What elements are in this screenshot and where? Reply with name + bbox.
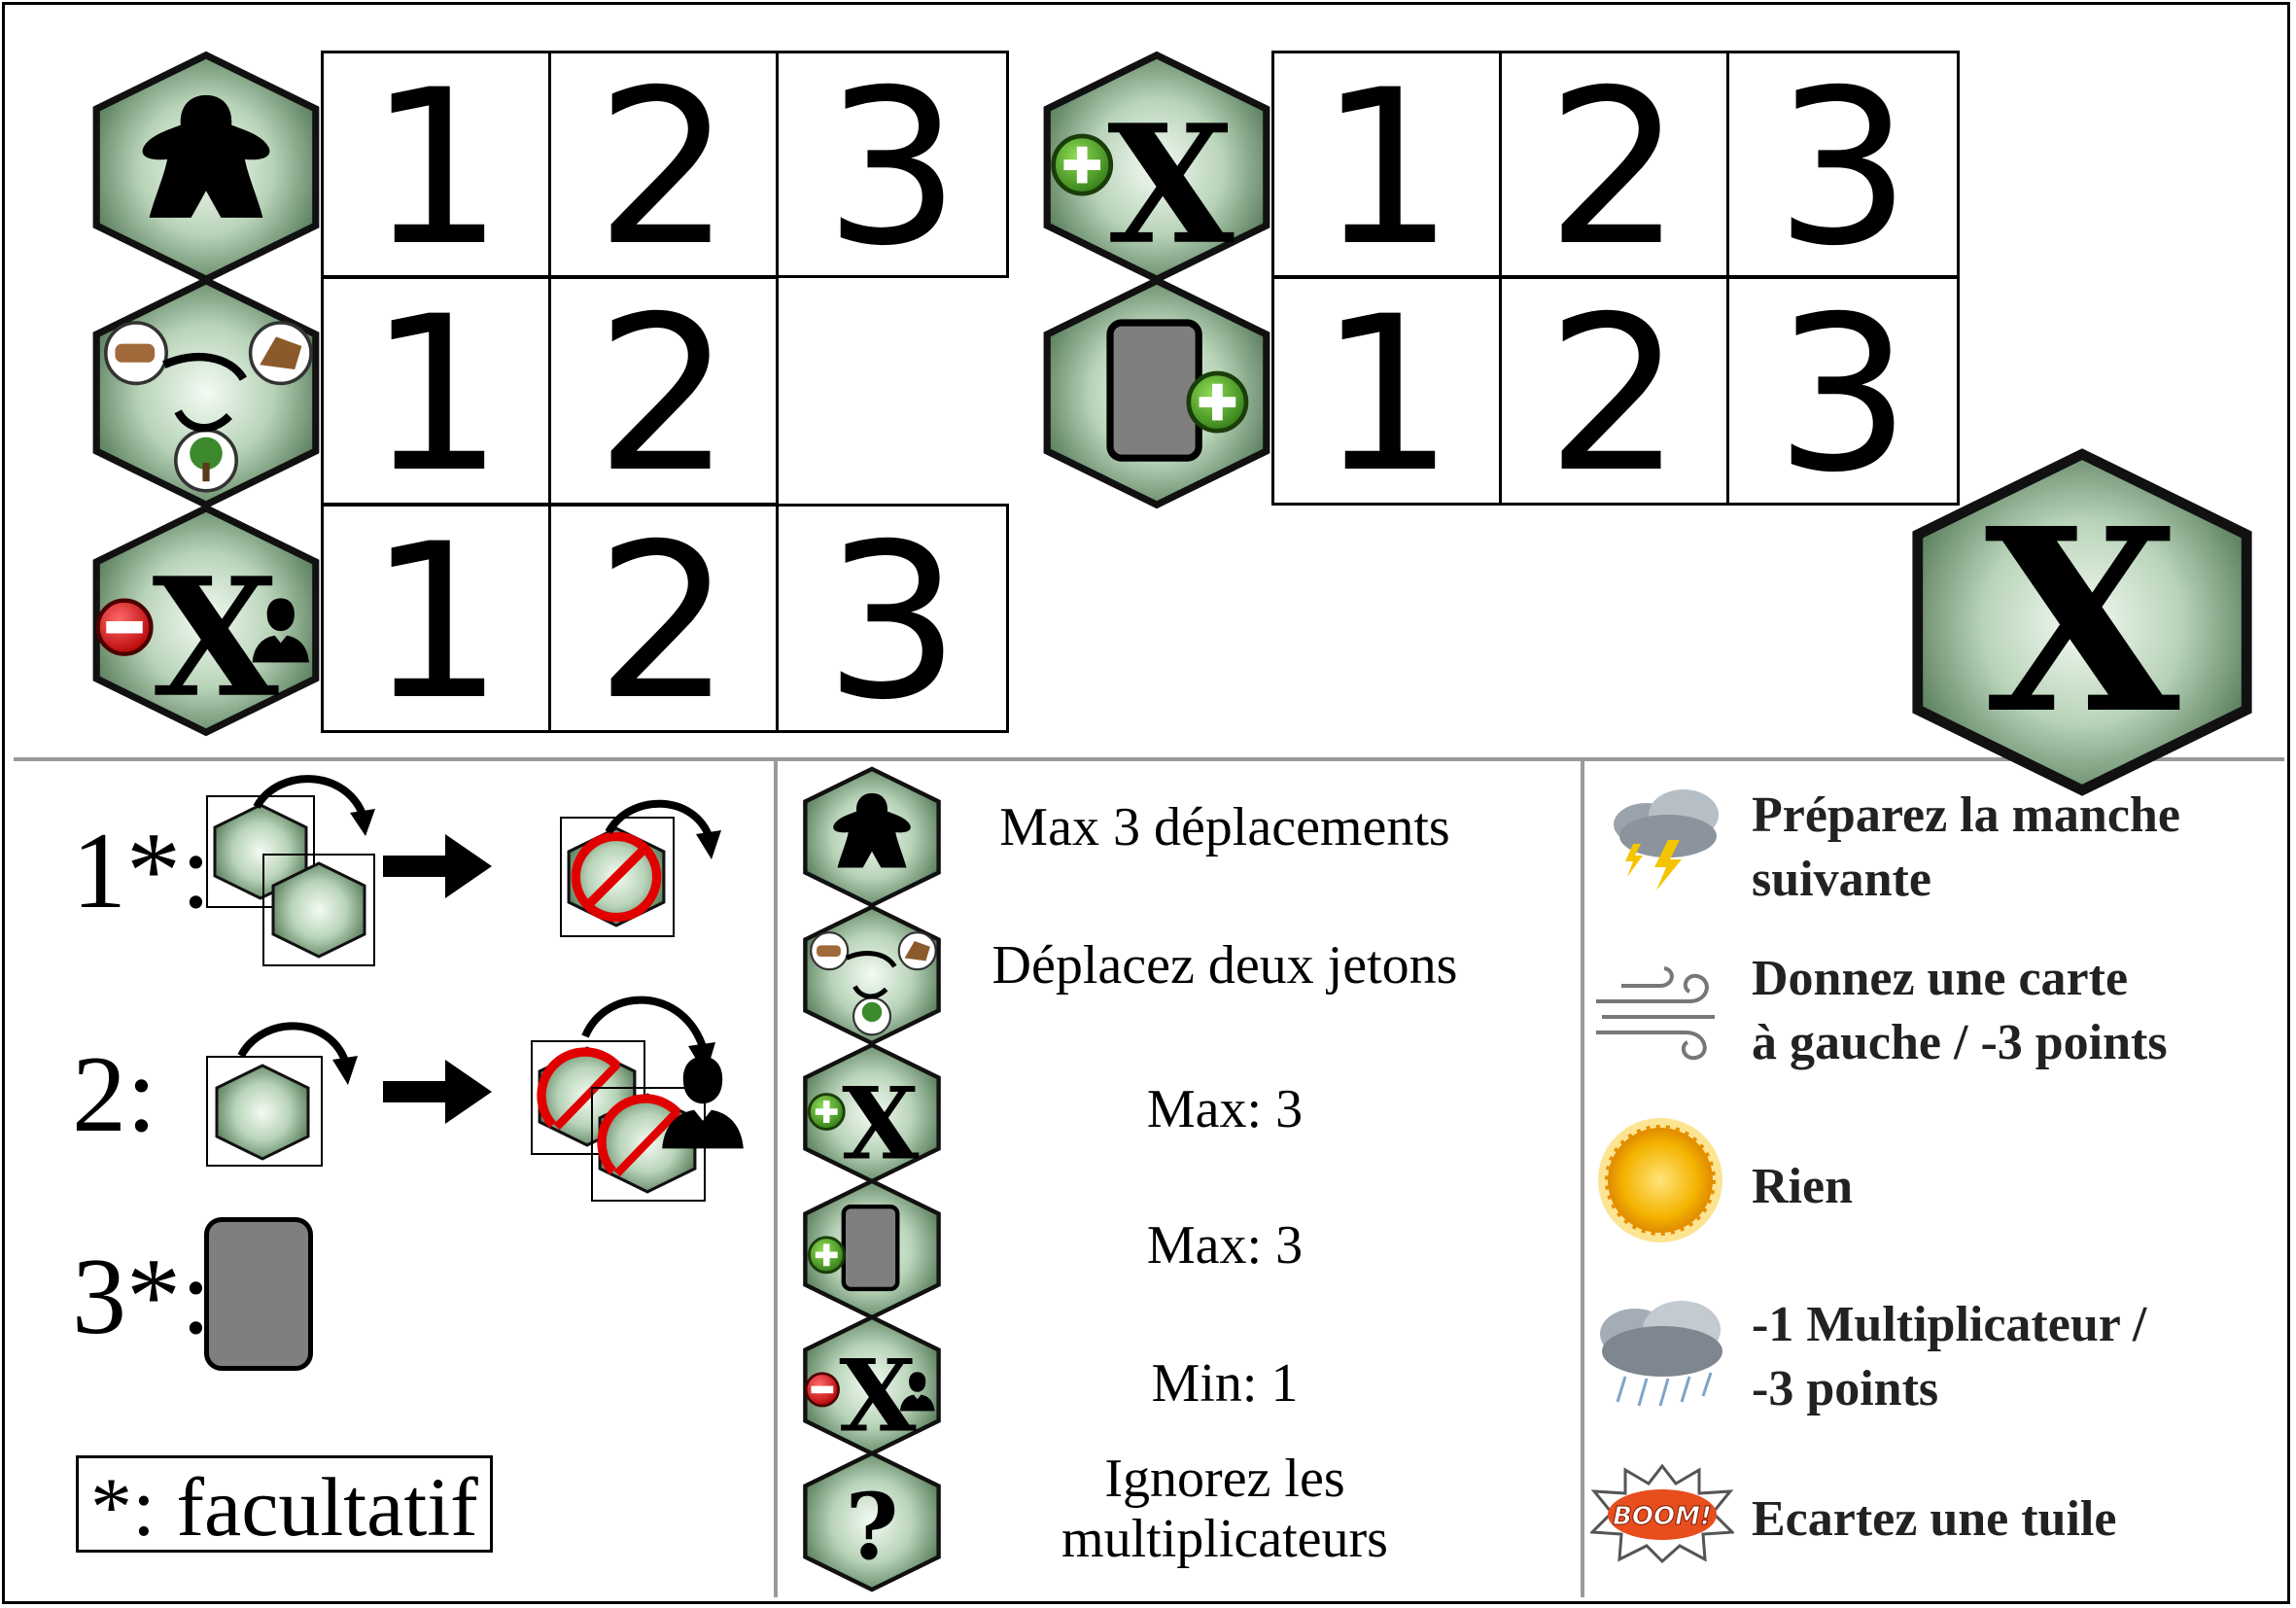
score-cell[interactable]: 3 xyxy=(1726,51,1960,278)
score-cell[interactable]: 1 xyxy=(1271,51,1502,278)
meeple-token xyxy=(89,51,323,284)
token-rule-6: Ignorez les multiplicateurs xyxy=(933,1449,1516,1569)
weather-rule-1-line1: Préparez la manche xyxy=(1752,787,2180,843)
wind-icon xyxy=(1596,966,1715,1061)
plus-multiplier-token: X xyxy=(801,1042,943,1184)
token-rule-6-line2: multiplicateurs xyxy=(1061,1509,1388,1569)
token-rule-1: Max 3 déplacements xyxy=(999,797,1450,857)
plus-multiplier-token: X xyxy=(1040,51,1273,284)
meeple-token xyxy=(801,766,943,908)
svg-text:X: X xyxy=(1107,88,1235,281)
plus-card-token xyxy=(801,1178,943,1320)
swap-token xyxy=(89,276,323,509)
action-2-label: 2: xyxy=(72,1034,157,1155)
weather-rule-2: Donnez une carte à gauche / -3 points xyxy=(1752,947,2168,1075)
weather-rule-2-line1: Donnez une carte xyxy=(1752,951,2129,1006)
tile-frame xyxy=(262,854,375,966)
score-cell[interactable]: 1 xyxy=(321,504,551,733)
action-3-label: 3*: xyxy=(72,1237,212,1357)
minus-multiplier-token: X xyxy=(89,504,323,737)
minus-multiplier-token: X xyxy=(801,1314,943,1456)
svg-text:X: X xyxy=(152,542,279,734)
weather-rule-3: Rien xyxy=(1752,1155,1853,1219)
score-cell[interactable]: 1 xyxy=(321,51,551,278)
weather-rule-3-line1: Rien xyxy=(1752,1159,1853,1214)
sun-icon xyxy=(1598,1118,1722,1242)
token-rule-4: Max: 3 xyxy=(1146,1215,1304,1276)
column-divider-right xyxy=(1581,761,1584,1597)
curved-arrow-icon xyxy=(253,775,375,836)
question-mark-icon: ? xyxy=(846,1474,899,1581)
right-arrow-icon xyxy=(383,1060,492,1124)
token-rule-5: Min: 1 xyxy=(1151,1353,1299,1414)
footnote: *: facultatif xyxy=(76,1455,493,1554)
log-icon xyxy=(115,343,156,363)
rain-cloud-icon xyxy=(1600,1301,1722,1407)
token-rule-3: Max: 3 xyxy=(1146,1079,1304,1139)
token-rule-2: Déplacez deux jetons xyxy=(991,935,1458,996)
token-rule-6-line1: Ignorez les xyxy=(1104,1449,1345,1509)
card-icon xyxy=(204,1217,313,1371)
right-arrow-icon xyxy=(383,834,492,898)
weather-rule-4-line1: -1 Multiplicateur / xyxy=(1752,1297,2147,1352)
plus-card-token xyxy=(1040,276,1273,509)
boom-icon: BOOM! xyxy=(1590,1464,1734,1563)
svg-text:BOOM!: BOOM! xyxy=(1613,1502,1712,1531)
curved-arrow-icon xyxy=(237,1022,358,1085)
big-x-token[interactable]: X xyxy=(1907,447,2257,797)
weather-rule-5: Ecartez une tuile xyxy=(1752,1487,2116,1552)
weather-rule-1-line2: suivante xyxy=(1752,852,1931,907)
weather-rule-1: Préparez la manche suivante xyxy=(1752,784,2180,912)
tree-icon xyxy=(190,437,223,471)
svg-text:X: X xyxy=(842,1066,920,1183)
column-divider-left xyxy=(774,761,778,1597)
score-cell[interactable]: 1 xyxy=(1271,276,1502,506)
score-cell[interactable]: 2 xyxy=(548,51,779,278)
score-cell[interactable]: 2 xyxy=(548,276,779,506)
tile-frame xyxy=(206,1056,323,1167)
weather-rule-4-line2: -3 points xyxy=(1752,1361,1939,1416)
swap-token xyxy=(801,904,943,1046)
wood-icon xyxy=(260,336,302,369)
score-cell[interactable]: 2 xyxy=(1499,51,1729,278)
person-icon xyxy=(662,1056,744,1149)
action-1-label: 1*: xyxy=(72,811,212,931)
forbidden-tile-icon xyxy=(597,1093,698,1194)
weather-rule-2-line2: à gauche / -3 points xyxy=(1752,1015,2168,1070)
section-divider xyxy=(14,757,2284,761)
question-token: ? xyxy=(801,1451,943,1592)
forbidden-tile-icon xyxy=(566,826,667,927)
weather-rule-5-line1: Ecartez une tuile xyxy=(1752,1491,2117,1547)
curved-arrow-icon xyxy=(605,799,721,859)
score-cell[interactable]: 2 xyxy=(548,504,779,733)
score-cell[interactable]: 2 xyxy=(1499,276,1729,506)
weather-rule-4: -1 Multiplicateur / -3 points xyxy=(1752,1293,2146,1421)
big-x-glyph: X xyxy=(1984,474,2180,770)
svg-text:X: X xyxy=(839,1339,917,1455)
score-cell[interactable]: 1 xyxy=(321,276,551,506)
score-cell[interactable]: 3 xyxy=(776,504,1009,733)
forbidden-tile-icon xyxy=(537,1046,638,1147)
tile-icon xyxy=(270,861,367,959)
storm-icon xyxy=(1614,789,1719,891)
score-cell[interactable]: 3 xyxy=(1726,276,1960,506)
score-cell[interactable]: 3 xyxy=(776,51,1009,278)
